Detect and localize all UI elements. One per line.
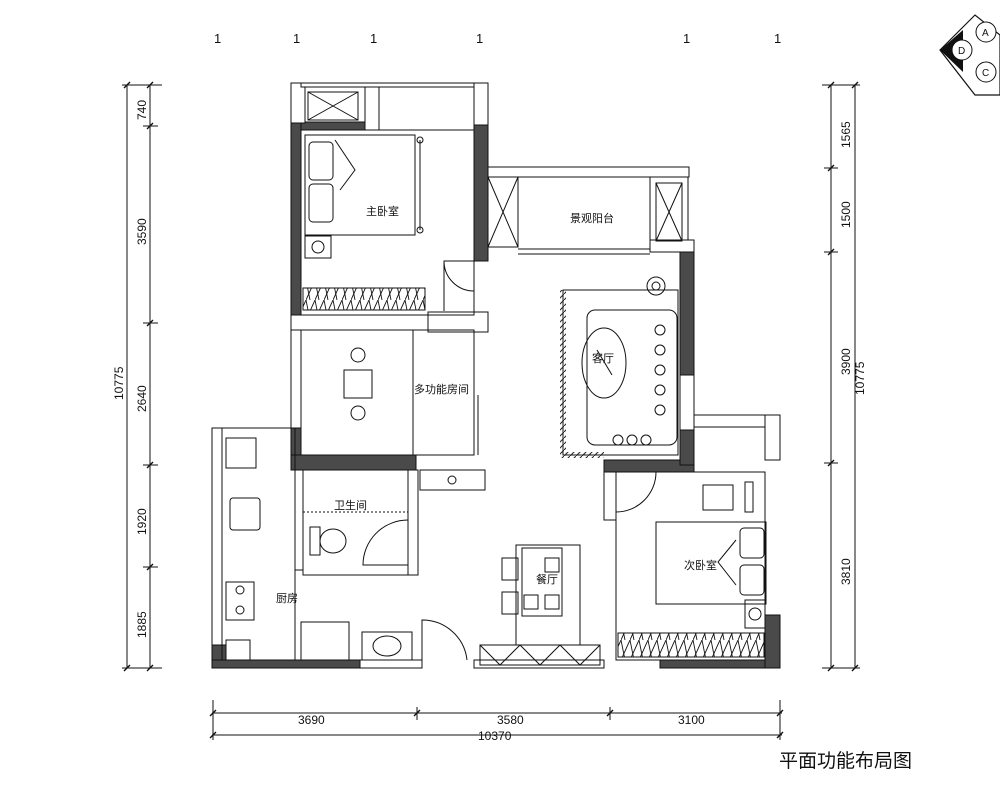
compass-label: A <box>982 28 989 39</box>
toilet <box>309 526 413 661</box>
room-label-living: 客厅 <box>592 351 614 365</box>
top-mark: 1 <box>476 31 483 46</box>
wardrobe <box>302 287 426 311</box>
room-label-bathroom: 卫生间 <box>334 498 367 512</box>
second-bed <box>655 481 767 629</box>
top-mark: 1 <box>293 31 300 46</box>
living-furniture <box>560 276 678 458</box>
room-label-second-bedroom: 次卧室 <box>684 558 717 572</box>
room-label-kitchen: 厨房 <box>276 592 298 605</box>
dim-bottom-1: 3690 <box>298 713 325 727</box>
dining-table <box>501 547 563 617</box>
top-mark: 1 <box>214 31 221 46</box>
dim-right-4: 3810 <box>839 558 853 585</box>
dim-left-5: 1885 <box>135 611 149 638</box>
balcony <box>487 176 683 255</box>
room-lines <box>221 91 766 666</box>
multi-room-table <box>343 347 373 421</box>
dim-right-2: 1500 <box>839 201 853 228</box>
left-dimensions <box>122 81 162 672</box>
top-marks: 1 1 1 1 1 1 <box>214 31 781 46</box>
top-mark: 1 <box>774 31 781 46</box>
compass-icon: D A C <box>939 14 1000 96</box>
top-mark: 1 <box>370 31 377 46</box>
plan-title: 平面功能布局图 <box>779 750 912 772</box>
room-label-balcony: 景观阳台 <box>570 211 614 225</box>
compass-label: C <box>982 68 989 79</box>
dim-bottom-total: 10370 <box>478 729 512 743</box>
master-bed <box>304 134 424 259</box>
dim-right-3: 3900 <box>839 348 853 375</box>
right-dimensions <box>822 81 860 672</box>
room-label-dining: 餐厅 <box>536 572 558 586</box>
dim-bottom-3: 3100 <box>678 713 705 727</box>
dim-left-total: 10775 <box>112 366 126 400</box>
room-label-master-bedroom: 主卧室 <box>366 204 399 218</box>
bottom-dimensions <box>209 700 784 740</box>
top-mark: 1 <box>683 31 690 46</box>
kitchen-stove-icon <box>235 585 245 615</box>
dim-bottom-2: 3580 <box>497 713 524 727</box>
dim-right-1: 1565 <box>839 121 853 148</box>
fridge <box>300 621 350 661</box>
dim-left-2: 3590 <box>135 218 149 245</box>
wardrobe <box>617 632 765 658</box>
dim-right-total: 10775 <box>853 361 867 395</box>
compass-label: D <box>958 46 965 57</box>
dim-left-1: 740 <box>135 100 149 120</box>
walls <box>211 82 781 669</box>
dim-left-4: 1920 <box>135 508 149 535</box>
dim-left-3: 2640 <box>135 385 149 412</box>
room-label-multi: 多功能房间 <box>414 382 469 396</box>
